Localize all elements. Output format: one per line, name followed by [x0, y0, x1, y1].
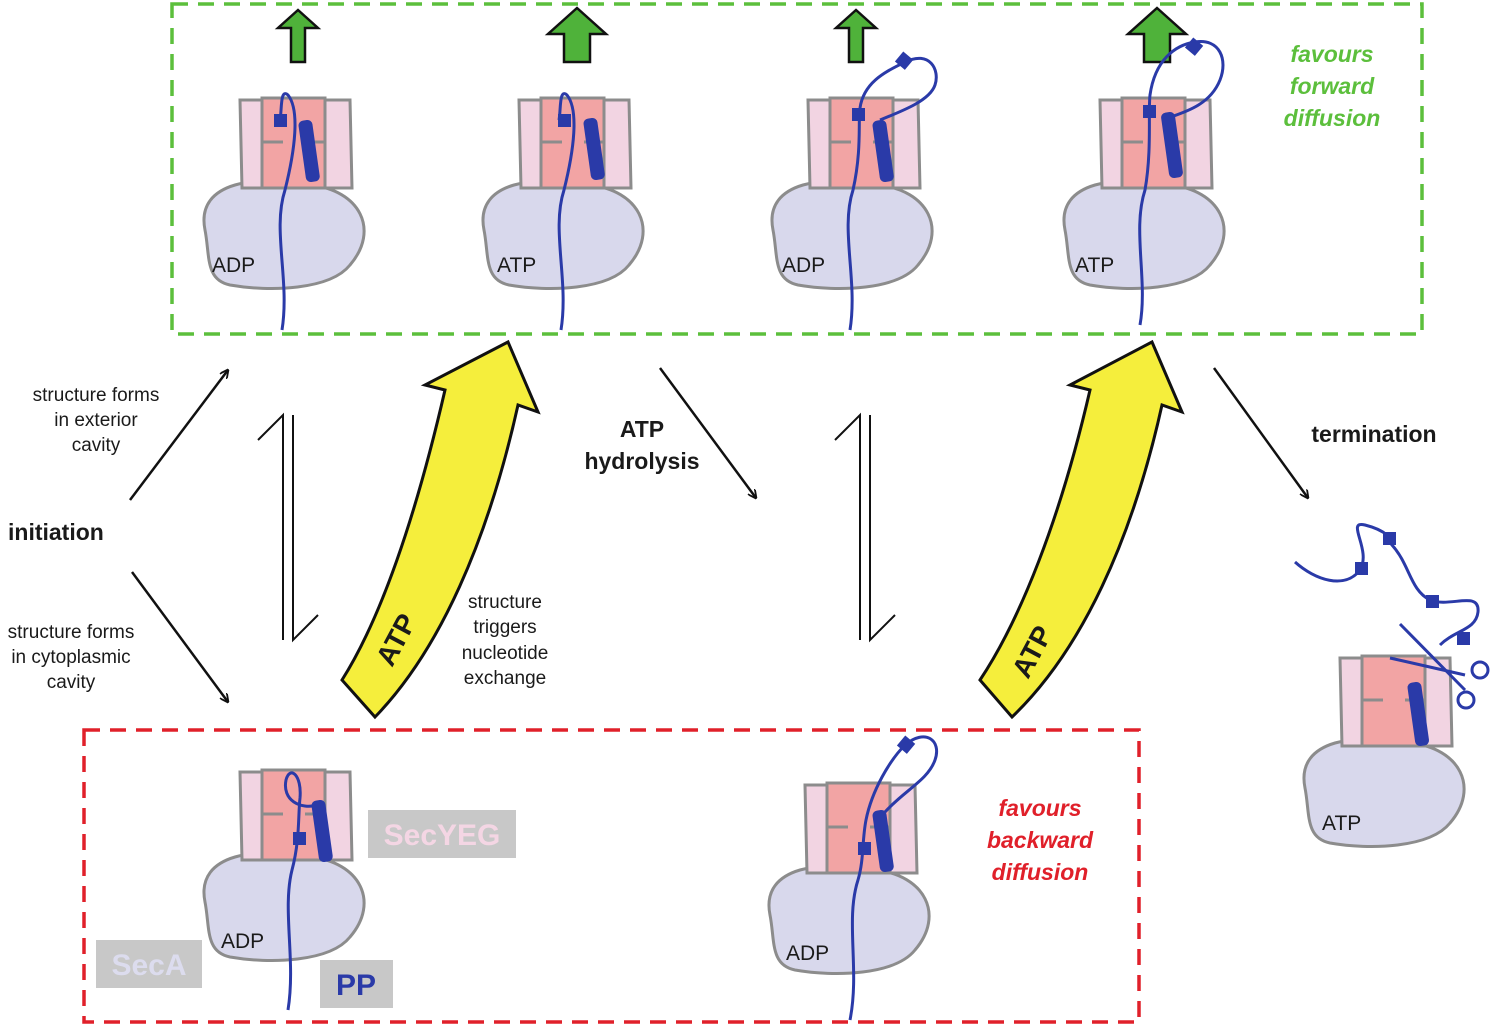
exterior-label-line: cavity	[72, 435, 121, 456]
peptide-chain	[283, 771, 319, 1011]
atp-arrow-1	[340, 339, 541, 720]
nucleotide-label: ADP	[782, 254, 825, 277]
legend-secyeg: SecYEG	[368, 810, 516, 858]
up-arrow-2	[544, 6, 610, 64]
up-arrow-3	[832, 8, 880, 64]
peptide-node	[1426, 595, 1439, 608]
up-arrow-1	[274, 8, 322, 64]
complex-top-2: ATP	[481, 92, 645, 331]
peptide-node	[293, 832, 306, 845]
arrow-hydrolysis	[658, 367, 756, 498]
peptide-node	[894, 51, 914, 70]
exterior-label-line: in exterior	[54, 410, 138, 431]
peptide-node	[1383, 532, 1396, 545]
legend-secyeg-label: SecYEG	[384, 819, 501, 852]
peptide-helix	[1161, 111, 1183, 179]
cytoplasmic-label-line: in cytoplasmic	[11, 647, 130, 668]
peptide-node	[858, 842, 871, 855]
arrow-to-cytoplasmic	[130, 571, 228, 702]
complex-bottom-1: ADP	[202, 768, 366, 1011]
nucleotide-label: ATP	[1075, 254, 1114, 277]
legend-seca-label: SecA	[111, 949, 186, 982]
peptide-node	[1355, 562, 1368, 575]
legend-seca: SecA	[96, 940, 202, 988]
nucleotide-label: ADP	[786, 942, 829, 965]
equilibrium-arrow-2	[834, 412, 896, 643]
backward-note-line: backward	[987, 827, 1094, 853]
peptide-node	[558, 114, 571, 127]
up-arrow-4	[1124, 6, 1190, 64]
peptide-helix	[872, 809, 894, 873]
peptide-helix	[298, 119, 320, 183]
hydrolysis-label-line: hydrolysis	[584, 448, 699, 474]
peptide-node	[852, 108, 865, 121]
nucleotide-exchange-label-line: exchange	[464, 668, 546, 689]
complex-bottom-2: ADP	[767, 735, 938, 1021]
complex-termination: ATP	[1293, 523, 1490, 848]
cytoplasmic-label-line: structure forms	[8, 622, 135, 643]
backward-note-line: favours	[998, 795, 1081, 821]
peptide-chain	[846, 56, 938, 331]
peptide-node	[1143, 105, 1156, 118]
nucleotide-exchange-label-line: nucleotide	[462, 643, 549, 664]
peptide-helix	[1407, 681, 1430, 746]
forward-note-line: forward	[1290, 73, 1375, 99]
nucleotide-label: ATP	[1322, 812, 1361, 835]
peptide-node	[1184, 37, 1204, 56]
nucleotide-exchange-label-line: triggers	[473, 617, 536, 638]
backward-note-line: diffusion	[992, 859, 1089, 885]
peptide-helix	[311, 799, 333, 863]
arrow-termination	[1212, 367, 1308, 498]
peptide-chain	[557, 92, 576, 331]
peptide-node	[896, 735, 916, 754]
peptide-chain	[278, 92, 297, 331]
backward-diffusion-box	[82, 728, 1141, 1024]
complex-top-4: ATP	[1062, 37, 1226, 326]
peptide-helix	[872, 119, 894, 183]
peptide-node	[274, 114, 287, 127]
cytoplasmic-label-line: cavity	[47, 672, 96, 693]
termination-label: termination	[1311, 421, 1436, 447]
atp-arrow-2	[978, 339, 1185, 720]
complex-top-3: ADP	[770, 51, 938, 331]
nucleotide-label: ADP	[212, 254, 255, 277]
arrow-to-exterior	[129, 370, 228, 501]
peptide-chain	[1138, 40, 1225, 326]
exterior-label-line: structure forms	[33, 385, 160, 406]
peptide-node	[1457, 632, 1470, 645]
forward-note-line: favours	[1290, 41, 1373, 67]
peptide-helix	[583, 117, 605, 181]
scissors-icon	[1389, 622, 1490, 710]
nucleotide-label: ATP	[497, 254, 536, 277]
initiation-label: initiation	[8, 519, 104, 545]
nucleotide-exchange-label-line: structure	[468, 592, 542, 613]
forward-diffusion-note: favours forward diffusion	[1284, 41, 1381, 131]
nucleotide-label: ADP	[221, 930, 264, 953]
forward-note-line: diffusion	[1284, 105, 1381, 131]
hydrolysis-label-line: ATP	[620, 416, 664, 442]
legend-pp: PP	[320, 960, 393, 1008]
equilibrium-arrow-1	[257, 412, 319, 643]
backward-diffusion-note: favours backward diffusion	[987, 795, 1094, 885]
forward-diffusion-box	[170, 2, 1424, 336]
complex-top-1: ADP	[202, 92, 366, 331]
peptide-chain	[848, 735, 938, 1021]
legend-pp-label: PP	[336, 969, 376, 1002]
